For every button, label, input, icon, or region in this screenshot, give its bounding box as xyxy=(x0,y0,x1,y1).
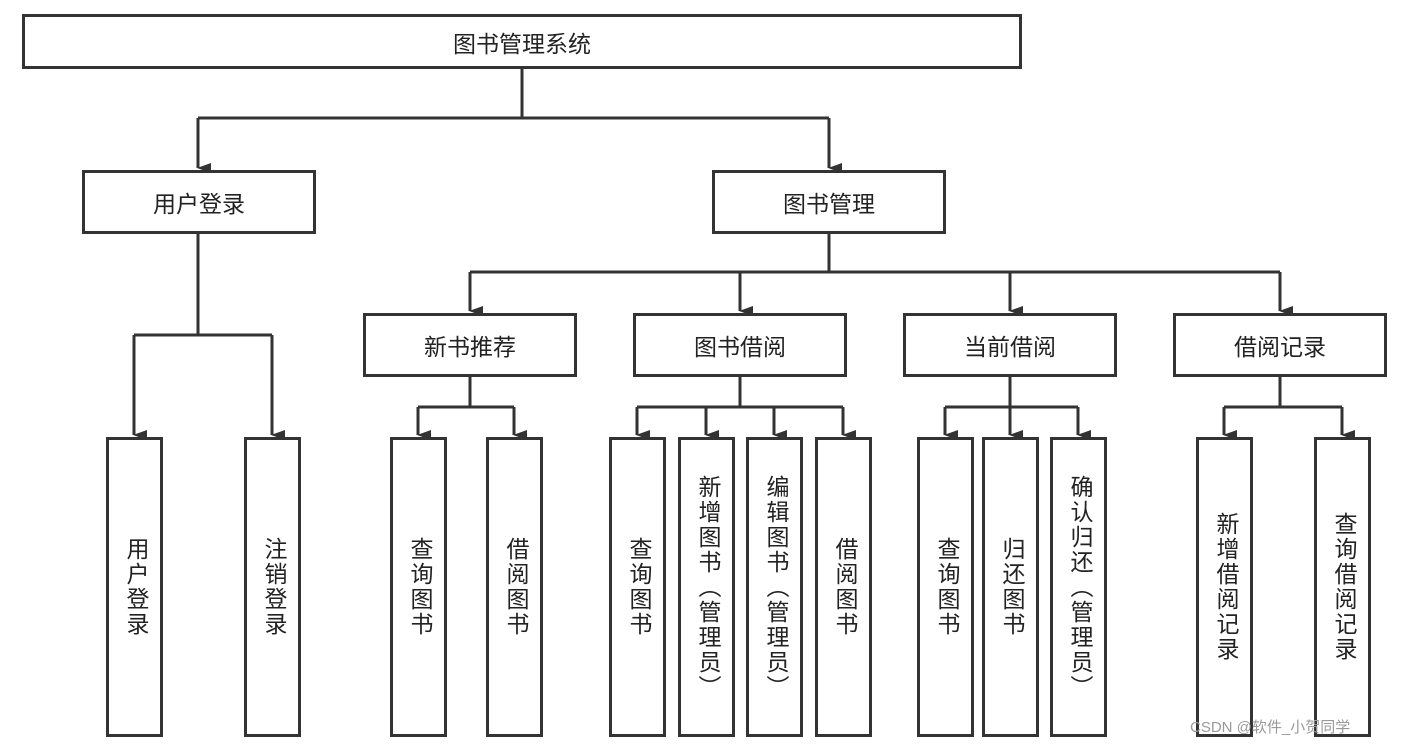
leaf-book-borrow-1-label: 新增图书（管理员） xyxy=(694,474,720,700)
leaf-book-borrow-1: 新增图书（管理员） xyxy=(678,437,735,737)
section-current-borrow: 当前借阅 xyxy=(903,313,1117,377)
leaf-new-books-1: 借阅图书 xyxy=(486,437,543,737)
leaf-current-borrow-2: 确认归还（管理员） xyxy=(1050,437,1107,737)
section-borrow-records: 借阅记录 xyxy=(1173,313,1387,377)
section-current-borrow-label: 当前借阅 xyxy=(964,335,1056,361)
module-book-management-label: 图书管理 xyxy=(783,192,875,218)
leaf-current-borrow-1: 归还图书 xyxy=(982,437,1039,737)
root-node-system-label: 图书管理系统 xyxy=(453,31,591,58)
leaf-book-borrow-3-label: 借阅图书 xyxy=(831,537,857,637)
section-borrow-records-label: 借阅记录 xyxy=(1234,335,1326,361)
section-new-books-label: 新书推荐 xyxy=(424,335,516,361)
leaf-new-books-0-label: 查询图书 xyxy=(406,537,432,637)
leaf-user-login-1: 注销登录 xyxy=(244,437,301,737)
leaf-current-borrow-2-label: 确认归还（管理员） xyxy=(1066,474,1092,700)
leaf-borrow-records-0: 新增借阅记录 xyxy=(1196,437,1253,737)
leaf-user-login-0-label: 用户登录 xyxy=(122,537,148,637)
leaf-current-borrow-0-label: 查询图书 xyxy=(933,537,959,637)
leaf-book-borrow-2-label: 编辑图书（管理员） xyxy=(762,474,788,700)
leaf-current-borrow-0: 查询图书 xyxy=(917,437,974,737)
section-book-borrow-label: 图书借阅 xyxy=(694,335,786,361)
leaf-book-borrow-3: 借阅图书 xyxy=(815,437,872,737)
module-user-login-label: 用户登录 xyxy=(153,192,245,218)
leaf-new-books-1-label: 借阅图书 xyxy=(502,537,528,637)
leaf-book-borrow-2: 编辑图书（管理员） xyxy=(746,437,803,737)
leaf-borrow-records-1-label: 查询借阅记录 xyxy=(1330,512,1356,662)
leaf-book-borrow-0-label: 查询图书 xyxy=(625,537,651,637)
leaf-new-books-0: 查询图书 xyxy=(390,437,447,737)
leaf-user-login-1-label: 注销登录 xyxy=(260,537,286,637)
module-book-management: 图书管理 xyxy=(712,170,946,234)
section-new-books: 新书推荐 xyxy=(363,313,577,377)
leaf-current-borrow-1-label: 归还图书 xyxy=(998,537,1024,637)
watermark: CSDN @软件_小贺同学 xyxy=(1190,719,1351,736)
root-node-system: 图书管理系统 xyxy=(22,14,1022,69)
leaf-borrow-records-1: 查询借阅记录 xyxy=(1314,437,1371,737)
section-book-borrow: 图书借阅 xyxy=(633,313,847,377)
leaf-book-borrow-0: 查询图书 xyxy=(609,437,666,737)
leaf-borrow-records-0-label: 新增借阅记录 xyxy=(1212,512,1238,662)
module-user-login: 用户登录 xyxy=(82,170,316,234)
leaf-user-login-0: 用户登录 xyxy=(106,437,163,737)
